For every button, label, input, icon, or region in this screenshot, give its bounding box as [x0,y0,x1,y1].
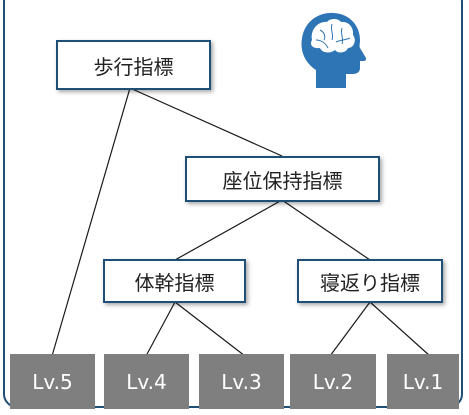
connector-rolling-lv2 [329,301,371,357]
connector-sitting-trunk [174,199,283,261]
sitting-index-node: 座位保持指標 [185,156,380,202]
connector-rolling-lv1 [369,301,431,357]
connector-sitting-rolling [281,199,371,261]
trunk-index-node: 体幹指標 [103,259,246,303]
level-3-box: Lv.3 [199,354,284,409]
level-1-box: Lv.1 [387,354,459,409]
brain-head-icon [301,12,366,88]
level-2-box: Lv.2 [290,354,376,409]
connector-trunk-lv3 [174,301,246,357]
level-5-box: Lv.5 [10,354,95,409]
connector-trunk-lv4 [145,301,176,357]
rolling-index-node: 寝返り指標 [297,259,443,303]
walking-index-node: 歩行指標 [56,40,211,90]
connector-walking-lv5 [51,87,131,357]
connector-walking-sitting [129,87,283,157]
level-4-box: Lv.4 [104,354,189,409]
